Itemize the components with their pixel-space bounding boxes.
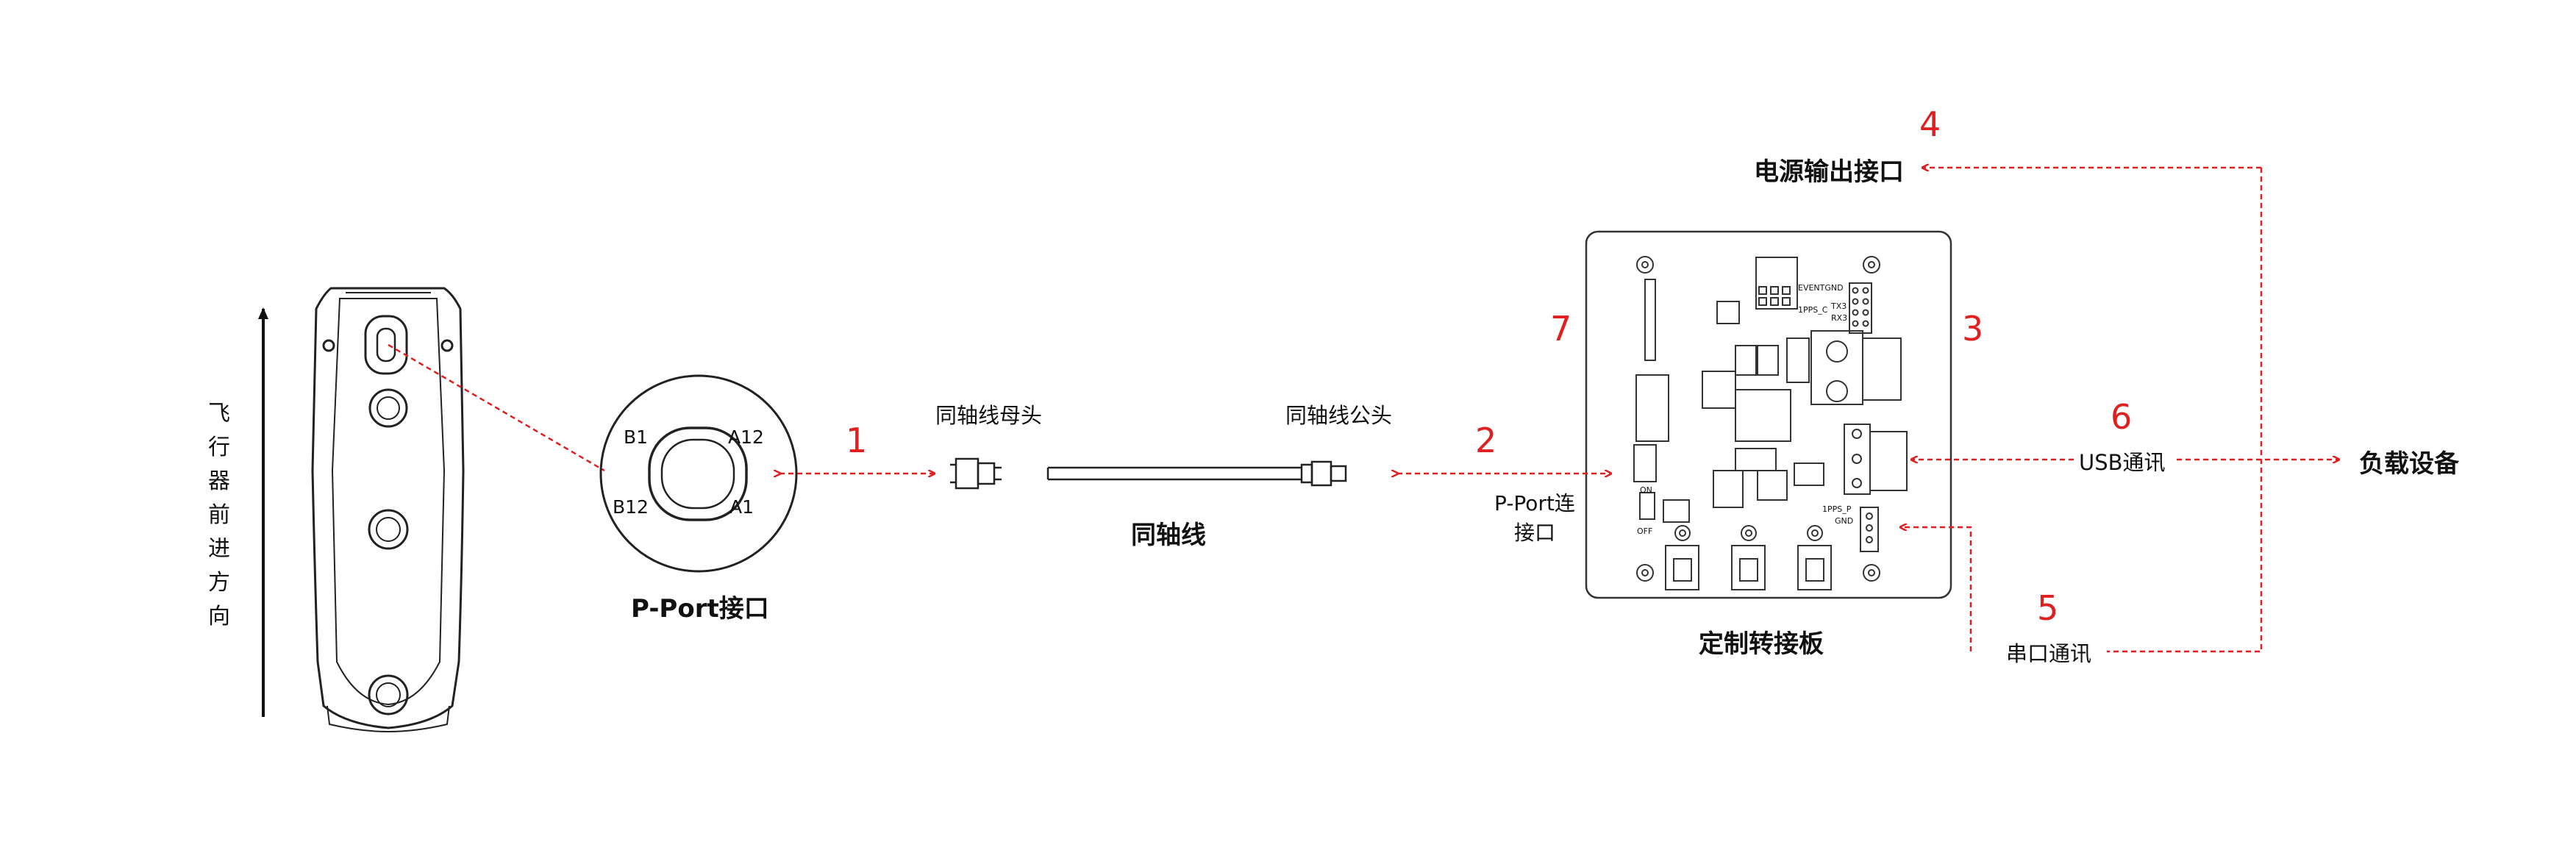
silk-eventgnd: EVENTGND [1798,283,1844,293]
board-title: 定制转接板 [1699,629,1824,659]
pin-a1-label: A1 [729,496,754,518]
step-number-7: 7 [1550,309,1572,349]
step-number-3: 3 [1962,309,1984,349]
silk-tx3: TX3 [1831,301,1847,311]
step-number-4: 4 [1919,104,1941,144]
coax-female-connector [950,457,1002,490]
usb-comm-label: USB通讯 [2079,450,2166,475]
step-number-6: 6 [2111,397,2133,437]
link-4-vertical [2107,168,2263,653]
step-number-2: 2 [1475,421,1497,460]
coax-female-label: 同轴线母头 [935,403,1043,428]
pport-closeup [599,374,798,573]
connection-lines [779,168,2338,653]
silk-rx3: RX3 [1831,313,1848,323]
adapter-board [1585,230,1952,599]
pport-connector-label: P-Port连接口 [1494,491,1575,545]
serial-comm-label: 串口通讯 [2006,641,2092,666]
link-5 [1901,527,1972,651]
payload-device-label: 负载设备 [2359,449,2459,479]
pin-b12-label: B12 [613,496,649,518]
power-output-label: 电源输出接口 [1754,157,1904,187]
silk-1pps-p: 1PPS_P [1822,504,1852,514]
coax-cable-drawing [1046,460,1347,487]
direction-label: 飞行器前进方向 [208,401,230,629]
step-number-1: 1 [846,421,868,460]
pport-interface-label: P-Port接口 [631,594,769,624]
silk-gnd: GND [1835,516,1854,526]
silk-1pps-c: 1PPS_C [1798,305,1828,315]
coax-male-label: 同轴线公头 [1285,403,1393,428]
pin-b1-label: B1 [624,426,649,448]
coax-cable-label: 同轴线 [1131,521,1206,550]
pin-a12-label: A12 [728,426,764,448]
drone-body [311,287,465,733]
step-number-5: 5 [2037,588,2059,628]
zoom-connector-line [388,343,605,472]
silk-off: OFF [1637,526,1653,536]
silk-on: ON [1640,485,1652,495]
